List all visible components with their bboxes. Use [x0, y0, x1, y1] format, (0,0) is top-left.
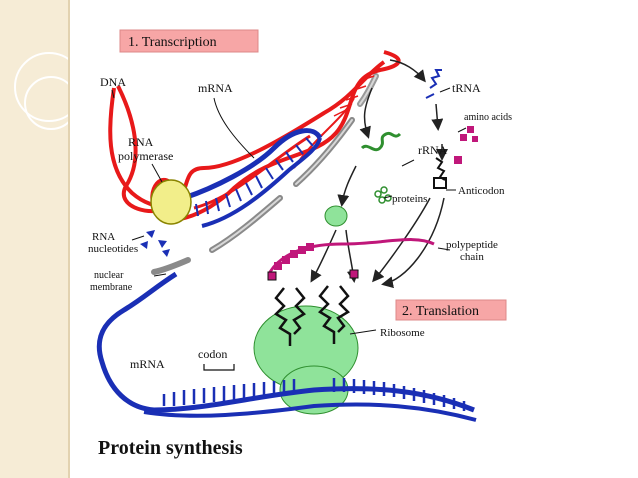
anticodon-label: Anticodon [458, 185, 505, 197]
protein-synthesis-diagram: 1. Transcription [84, 18, 524, 468]
transcription-title: 1. Transcription [128, 35, 217, 50]
translation-title-box: 2. Translation [395, 299, 507, 321]
ribosome-subunit [324, 205, 348, 227]
translation-title: 2. Translation [402, 304, 479, 319]
charged-trna [433, 157, 447, 189]
nuclear-membrane-label-1: nuclear [94, 270, 124, 281]
mrna-top-label: mRNA [198, 81, 233, 95]
rrna-strand [360, 131, 402, 152]
transcription-title-box: 1. Transcription [119, 29, 259, 53]
amino-acid-squares [454, 126, 478, 164]
process-arrows [310, 59, 448, 289]
dna-rungs [333, 69, 383, 117]
ribosome-label: Ribosome [380, 327, 425, 339]
rna-nucleotides-shapes [140, 230, 170, 257]
polypeptide-label-1: polypeptide [446, 239, 498, 251]
rna-nucleotides-label-2: nucleotides [88, 243, 138, 255]
mrna-bottom-label: mRNA [130, 357, 165, 371]
rna-polymerase-label-2: polymerase [118, 149, 173, 163]
slide-side-strip [0, 0, 84, 478]
polypeptide-label-2: chain [460, 251, 484, 263]
decorative-ring [24, 76, 78, 130]
rrna-label: rRNA [418, 143, 448, 157]
trna-molecule-top [425, 69, 442, 99]
trna-label: tRNA [452, 81, 481, 95]
proteins-label: proteins [392, 193, 427, 205]
amino-acids-label: amino acids [464, 112, 512, 123]
mrna-bases-top [195, 137, 314, 217]
codon-label: codon [198, 347, 227, 361]
diagram-caption: Protein synthesis [98, 437, 243, 459]
rna-nucleotides-label-1: RNA [92, 231, 115, 243]
codon-bracket [203, 364, 235, 371]
mrna-codon-bases [162, 378, 466, 411]
dna-label: DNA [100, 75, 126, 89]
polypeptide-chain [268, 238, 435, 273]
trna-on-ribosome [267, 269, 359, 346]
nuclear-membrane [151, 73, 379, 275]
mrna-strand-bottom [96, 271, 477, 422]
nuclear-membrane-label-2: membrane [90, 282, 133, 293]
ribosomal-proteins [374, 186, 392, 204]
rna-polymerase-label-1: RNA [128, 135, 154, 149]
rna-polymerase-enzyme [150, 179, 192, 225]
leader-lines [111, 87, 467, 335]
